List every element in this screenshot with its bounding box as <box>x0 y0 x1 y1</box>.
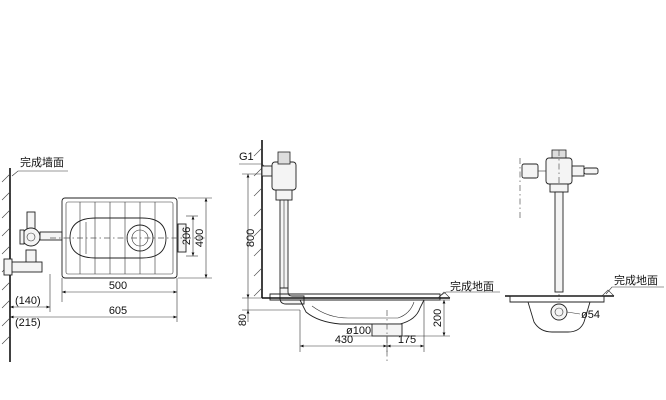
dim-200: 200 <box>432 309 444 327</box>
wall-hatching <box>1 173 11 345</box>
plan-view: 完成墙面 <box>1 155 212 362</box>
front-view: 完成地面 ø54 <box>505 149 664 333</box>
dim-140: (140) <box>15 295 41 307</box>
flush-valve-side <box>261 151 297 289</box>
dim-d54: ø54 <box>581 309 600 321</box>
side-200-dim: 200 <box>402 299 450 337</box>
front-floor-label: 完成地面 <box>614 273 658 287</box>
plan-horizontal-dims: 500 (140) (215) 605 <box>10 274 178 329</box>
dim-605: 605 <box>109 305 127 317</box>
dim-206: 206 <box>181 227 193 245</box>
side-vertical-dims: 800 80 <box>237 173 300 326</box>
wall-label: 完成墙面 <box>20 155 64 169</box>
plan-vertical-dims: 206 400 <box>178 197 212 279</box>
dim-80: 80 <box>237 314 249 326</box>
dim-500: 500 <box>109 280 127 292</box>
dim-d100: ø100 <box>346 325 371 337</box>
side-horizontal-dims: 430 175 <box>299 300 425 352</box>
flush-valve-front <box>519 149 599 300</box>
g1-label: G1 <box>239 151 254 163</box>
squat-toilet-plan <box>50 197 205 279</box>
flush-valve-plan <box>3 211 63 276</box>
side-dia-dim: ø100 <box>342 325 416 337</box>
dim-175: 175 <box>398 334 416 346</box>
side-view: G1 完成地面 <box>237 140 500 362</box>
dim-215: (215) <box>15 317 41 329</box>
dim-430: 430 <box>335 334 353 346</box>
side-floor-label: 完成地面 <box>450 279 494 293</box>
side-wall-hatching <box>253 147 263 297</box>
dim-400: 400 <box>194 229 206 247</box>
squat-toilet-front: ø54 <box>509 295 605 333</box>
dim-800: 800 <box>245 229 257 247</box>
